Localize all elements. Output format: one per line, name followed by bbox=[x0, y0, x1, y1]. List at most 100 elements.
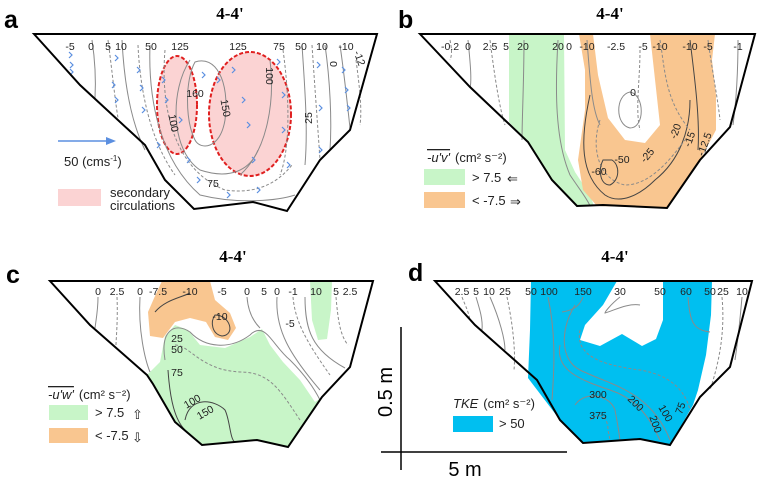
contour-label: 100 bbox=[263, 67, 275, 85]
contour-label: 100 bbox=[166, 113, 181, 132]
velocity-vector-icon bbox=[196, 176, 201, 184]
contour-label: 25 bbox=[499, 286, 511, 298]
contour-label: 2.5 bbox=[110, 286, 125, 298]
legend-label: circulations bbox=[110, 198, 176, 213]
contour-label: 30 bbox=[614, 286, 626, 298]
contour-label: -5 bbox=[703, 41, 712, 53]
contour-label: 0 bbox=[630, 87, 636, 99]
contour-label: 10 bbox=[736, 286, 748, 298]
velocity-vector-icon bbox=[281, 91, 286, 99]
contour-label: -5 bbox=[638, 41, 647, 53]
contour-label: 5 bbox=[105, 41, 111, 53]
legend-title: TKE(cm² s⁻²) bbox=[453, 396, 535, 411]
velocity-vector-icon bbox=[156, 141, 161, 149]
stress-contours bbox=[94, 292, 349, 443]
legend-label: < -7.5 bbox=[472, 193, 506, 208]
tke-region bbox=[528, 281, 712, 445]
velocity-vector-icon bbox=[164, 96, 169, 104]
velocity-vector-icon bbox=[68, 51, 73, 59]
contour-label: 0 bbox=[327, 61, 339, 67]
velocity-vector-icon bbox=[256, 186, 261, 194]
contour-label: 160 bbox=[186, 88, 204, 100]
velocity-vector-icon bbox=[231, 66, 236, 74]
legend-swatch-positive bbox=[49, 405, 88, 420]
velocity-vector-icon bbox=[281, 126, 286, 134]
contour-label: -20 bbox=[668, 122, 685, 141]
scale-bar: 0.5 m 5 m bbox=[375, 327, 567, 480]
contour-label: -10 bbox=[182, 286, 197, 298]
velocity-vector-icon bbox=[114, 54, 119, 62]
velocity-vector-icon bbox=[201, 71, 206, 79]
reference-arrow-label: 50 (cms-1) bbox=[64, 154, 122, 169]
legend-label: secondary bbox=[110, 185, 170, 200]
contour-label: 25 bbox=[717, 286, 729, 298]
velocity-vector-icon bbox=[69, 61, 74, 69]
contour-label: 10 bbox=[115, 41, 127, 53]
contour-label: -2.5 bbox=[607, 41, 625, 53]
contour-label: 50 bbox=[171, 344, 183, 356]
cross-section-outline bbox=[432, 280, 754, 447]
panel-title: 4-4' bbox=[216, 4, 243, 23]
contour-label: 2.5 bbox=[343, 286, 358, 298]
contour-label: 20 bbox=[517, 41, 529, 53]
contour-label: 5 bbox=[503, 41, 509, 53]
panel-title: 4-4' bbox=[219, 247, 246, 266]
panel-letter: b bbox=[398, 6, 413, 34]
arrow-head-icon bbox=[106, 137, 116, 145]
velocity-vector-icon bbox=[186, 156, 191, 164]
legend-label: > 7.5 bbox=[472, 170, 501, 185]
contour-label: 50 bbox=[654, 286, 666, 298]
contour-label: 0 bbox=[244, 286, 250, 298]
contour-label: 125 bbox=[171, 41, 189, 53]
contour-label: 20 bbox=[552, 41, 564, 53]
velocity-vector-icon bbox=[346, 104, 351, 112]
velocity-vectors bbox=[68, 51, 351, 199]
contour-label: 60 bbox=[680, 286, 692, 298]
contour-label: 75 bbox=[673, 401, 688, 416]
contour-label: 0 bbox=[137, 286, 143, 298]
velocity-vector-icon bbox=[114, 96, 119, 104]
legend-swatch-negative bbox=[49, 428, 88, 443]
contour-label: 2.5 bbox=[455, 286, 470, 298]
secondary-circulation-right bbox=[208, 51, 292, 177]
down-arrow-icon: ⇩ bbox=[132, 430, 143, 445]
negative-stress-region bbox=[148, 281, 236, 340]
legend-swatch-negative bbox=[424, 192, 465, 208]
contour-label: 0 bbox=[95, 286, 101, 298]
contour-label: 10 bbox=[310, 286, 322, 298]
velocity-vector-icon bbox=[216, 76, 221, 84]
velocity-vector-icon bbox=[318, 146, 323, 154]
contour-label: 300 bbox=[589, 389, 607, 401]
positive-stress-region bbox=[147, 325, 322, 447]
scale-bar-horizontal-label: 5 m bbox=[448, 459, 481, 480]
velocity-vector-icon bbox=[226, 191, 231, 199]
stress-contours bbox=[449, 39, 739, 207]
contour-label: -5 bbox=[285, 318, 294, 330]
contour-label: -0.2 bbox=[441, 41, 459, 53]
velocity-vector-icon bbox=[341, 66, 346, 74]
positive-stress-region bbox=[509, 34, 594, 206]
contour-label: -1 bbox=[733, 41, 742, 53]
velocity-vector-icon bbox=[161, 76, 166, 84]
contour-label: 75 bbox=[171, 367, 183, 379]
contour-label: 5 bbox=[261, 286, 267, 298]
contour-label: -5 bbox=[65, 41, 74, 53]
contour-label: 50 bbox=[295, 41, 307, 53]
cross-section-outline bbox=[47, 280, 375, 449]
contour-label: -5 bbox=[217, 286, 226, 298]
legend-title: -u'w'(cm² s⁻²) bbox=[48, 387, 131, 402]
contour-label: 100 bbox=[540, 286, 558, 298]
velocity-vector-icon bbox=[241, 96, 246, 104]
panel-title: 4-4' bbox=[596, 4, 623, 23]
velocity-vector-icon bbox=[111, 81, 116, 89]
contour-label: 25 bbox=[303, 112, 315, 124]
contour-label: 150 bbox=[574, 286, 592, 298]
contour-label: 50 bbox=[704, 286, 716, 298]
velocity-vector-icon bbox=[251, 156, 256, 164]
contour-label: 25 bbox=[171, 333, 183, 345]
secondary-circulation-left bbox=[156, 55, 198, 155]
